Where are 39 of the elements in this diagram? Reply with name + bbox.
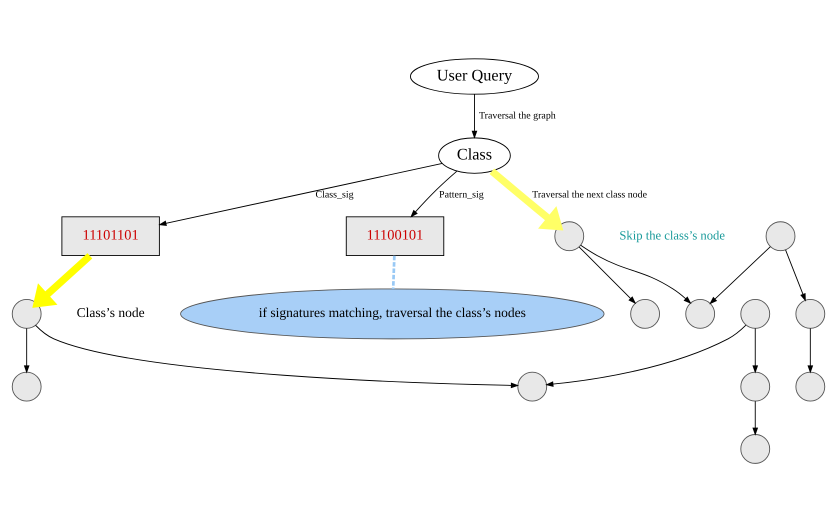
arrow bbox=[580, 244, 692, 304]
arrow bbox=[158, 163, 443, 226]
node-circle bbox=[12, 372, 42, 402]
node-ellipse: if signatures matching, traversal the class’s nodes bbox=[180, 288, 604, 340]
arrow bbox=[410, 170, 458, 218]
node-box: 11101101 bbox=[61, 216, 160, 256]
label: Class’s node bbox=[76, 305, 145, 320]
node-circle bbox=[685, 299, 716, 329]
node-circle bbox=[12, 299, 42, 329]
arrow bbox=[24, 328, 30, 374]
node-ellipse: Class bbox=[438, 137, 511, 174]
arrow bbox=[32, 253, 92, 308]
arrow bbox=[807, 328, 814, 374]
node-circle bbox=[740, 372, 770, 402]
node-circle bbox=[740, 434, 770, 464]
node-circle bbox=[766, 221, 796, 252]
arrow bbox=[709, 246, 771, 304]
arrow bbox=[785, 250, 806, 302]
node-circle bbox=[795, 372, 826, 402]
edge-label: Pattern_sig bbox=[439, 190, 484, 201]
arrow bbox=[752, 400, 758, 436]
node-box: 11100101 bbox=[346, 216, 444, 256]
node-ellipse: User Query bbox=[410, 58, 539, 95]
node-circle bbox=[554, 221, 584, 252]
arrow bbox=[545, 324, 746, 387]
arrow bbox=[490, 168, 564, 230]
node-circle bbox=[740, 299, 770, 329]
arrow bbox=[472, 94, 478, 139]
arrow bbox=[35, 324, 520, 388]
arrow bbox=[578, 246, 636, 304]
edge-label: Class_sig bbox=[316, 190, 354, 201]
edge-label: Traversal the next class node bbox=[532, 190, 647, 201]
connector bbox=[392, 256, 396, 290]
node-circle bbox=[517, 372, 548, 402]
label: Skip the class’s node bbox=[619, 228, 725, 243]
edge-label: Traversal the graph bbox=[478, 110, 556, 122]
node-circle bbox=[630, 299, 660, 329]
node-circle bbox=[795, 299, 826, 329]
arrow bbox=[752, 328, 758, 374]
